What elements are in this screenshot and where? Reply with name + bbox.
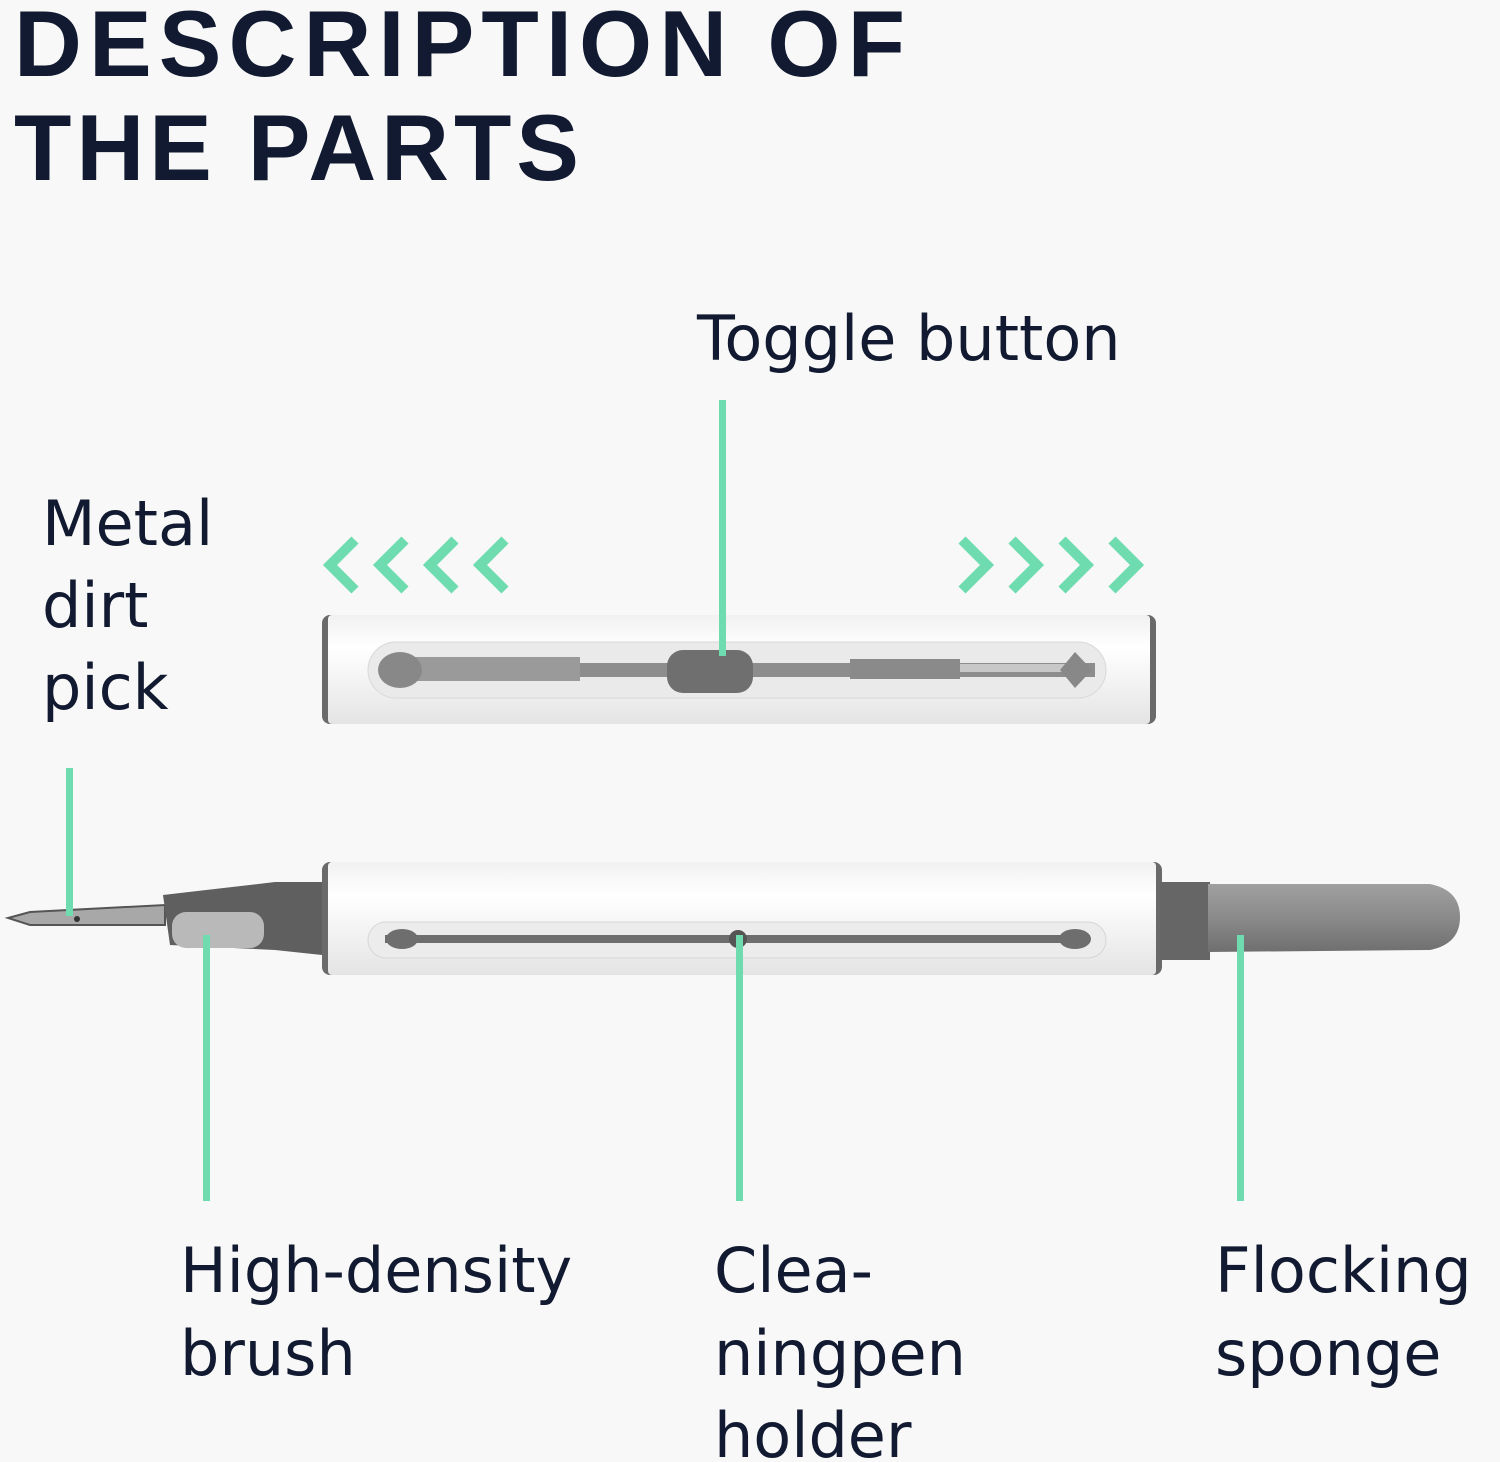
label-flocking-sponge: Flocking sponge: [1215, 1234, 1472, 1390]
brush-part: [172, 912, 264, 948]
title-line-1: DESCRIPTION OF: [14, 0, 914, 96]
title-line-2: THE PARTS: [14, 95, 588, 200]
label-high-density-brush: High-density brush: [180, 1234, 572, 1390]
label-line: Flocking: [1215, 1234, 1472, 1307]
leader-lines: [66, 400, 1244, 1201]
sponge-collar-part: [1160, 882, 1210, 960]
leader-brush: [203, 935, 210, 1201]
label-line: pick: [42, 651, 169, 724]
label-line: ningpen: [714, 1317, 966, 1390]
label-line: holder: [714, 1399, 912, 1462]
label-line: Clea-: [714, 1234, 873, 1307]
leader-sponge: [1237, 935, 1244, 1201]
label-line: dirt: [42, 569, 148, 642]
left-arrows-icon: [322, 536, 509, 594]
leader-pick: [66, 768, 73, 916]
metal-pick-part: [4, 903, 166, 926]
label-line: sponge: [1215, 1317, 1441, 1390]
leader-toggle: [719, 400, 726, 656]
label-line: brush: [180, 1317, 356, 1390]
pen-holder-top-view: [322, 615, 1156, 724]
toggle-button-part: [667, 650, 753, 693]
label-toggle-button: Toggle button: [696, 302, 1121, 375]
label-line: Metal: [42, 487, 213, 560]
leader-holder: [736, 935, 743, 1201]
label-line: High-density: [180, 1234, 572, 1307]
label-cleaning-pen-holder: Clea- ningpen holder: [714, 1234, 966, 1462]
sponge-part: [1208, 884, 1460, 952]
right-arrows-icon: [958, 536, 1145, 594]
label-metal-dirt-pick: Metal dirt pick: [42, 487, 213, 724]
